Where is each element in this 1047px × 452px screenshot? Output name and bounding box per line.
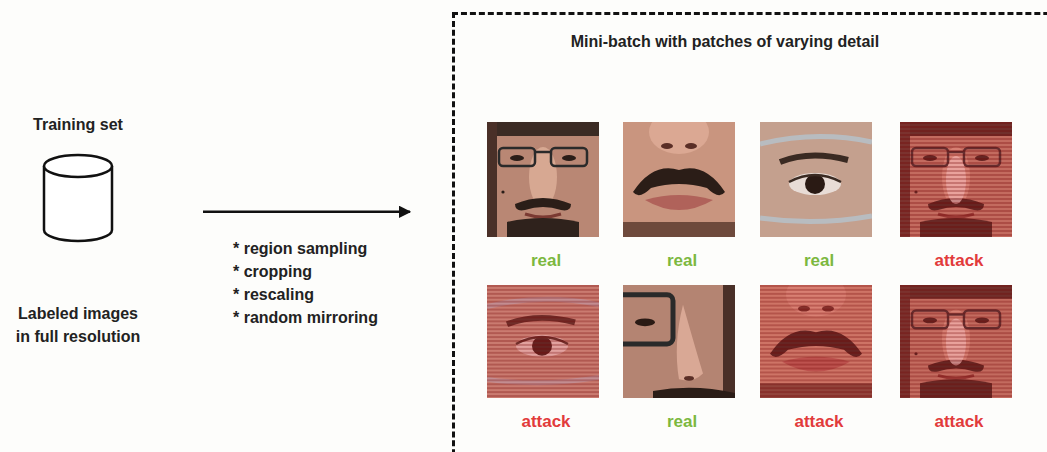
image-patch: real: [490, 125, 602, 274]
image-patch: real: [626, 125, 738, 274]
class-label: attack: [893, 250, 1025, 272]
dashed-group-box: Mini-batch with patches of varying detai…: [452, 12, 1047, 452]
class-label: attack: [480, 411, 612, 433]
class-label: attack: [753, 411, 885, 433]
class-label: real: [616, 411, 748, 433]
step-item: * cropping: [233, 260, 378, 283]
node-heading: Training set: [0, 114, 156, 136]
node-body: Labeled images in full resolution: [12, 302, 144, 348]
step-item: * region sampling: [233, 237, 378, 260]
image-patch: real: [763, 125, 875, 274]
image-patch: attack: [903, 125, 1015, 274]
storage-cylinder: Training setLabeled images in full resol…: [0, 114, 156, 348]
step-item: * random mirroring: [233, 306, 378, 329]
class-label: attack: [893, 411, 1025, 433]
group-title: Mini-batch with patches of varying detai…: [455, 31, 995, 52]
image-patch: attack: [763, 288, 875, 435]
step-list: * region sampling* cropping* rescaling* …: [233, 237, 378, 329]
class-label: real: [616, 250, 748, 272]
image-patch: real: [626, 288, 738, 435]
class-label: real: [480, 250, 612, 272]
image-patch: attack: [490, 288, 602, 435]
cylinder-shape: [41, 152, 115, 244]
class-label: real: [753, 250, 885, 272]
step-item: * rescaling: [233, 283, 378, 306]
flow-arrow: [203, 211, 410, 214]
image-patch: attack: [903, 288, 1015, 435]
